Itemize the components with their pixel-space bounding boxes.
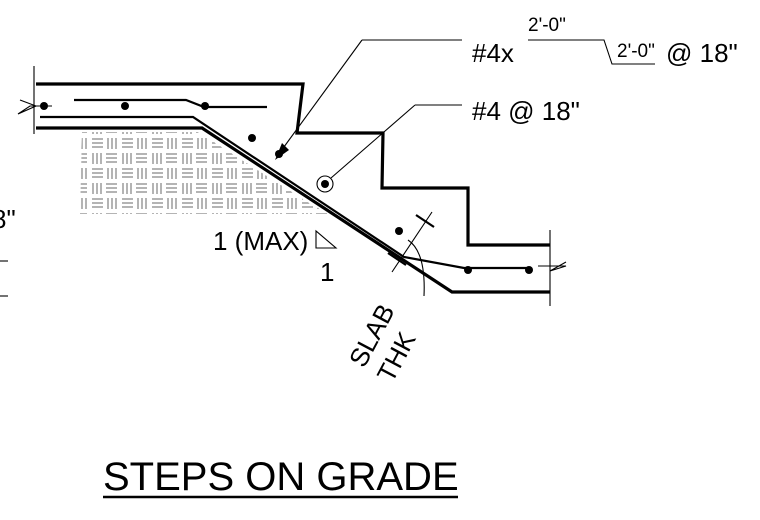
label-leg-2: 2'-0"	[617, 41, 655, 62]
leader-4x-diag	[280, 39, 363, 152]
label-edge-dim: 8"	[0, 204, 16, 234]
rebar-4x-bent	[74, 98, 267, 109]
label-slope: 1 (MAX)	[213, 226, 308, 256]
bent-bar-sketch	[528, 39, 655, 65]
label-spacing-1: @ 18"	[666, 38, 738, 68]
leader-4x-arrow	[275, 143, 289, 160]
leader-4-at-18-diag	[330, 104, 416, 179]
drawing-title: STEPS ON GRADE	[103, 455, 459, 499]
grade-hatch	[80, 132, 330, 214]
label-bar-straight: #4 @ 18"	[472, 96, 580, 126]
right-break-line	[538, 261, 567, 272]
slab-thk-tick-top	[415, 214, 435, 228]
slab-thk-tick-bottom	[387, 252, 407, 266]
label-slope-run: 1	[320, 257, 334, 287]
slab-thk-leader	[407, 239, 425, 297]
label-bar-bent: #4x	[472, 38, 514, 68]
bar-reference-circle	[316, 175, 334, 193]
label-leg-1: 2'-0"	[528, 15, 566, 36]
slope-triangle	[315, 229, 338, 249]
slab-bottom-outline	[36, 126, 550, 294]
step-top-outline	[36, 82, 550, 247]
rebar-4-at-18	[40, 115, 528, 270]
left-break-line	[17, 99, 52, 115]
